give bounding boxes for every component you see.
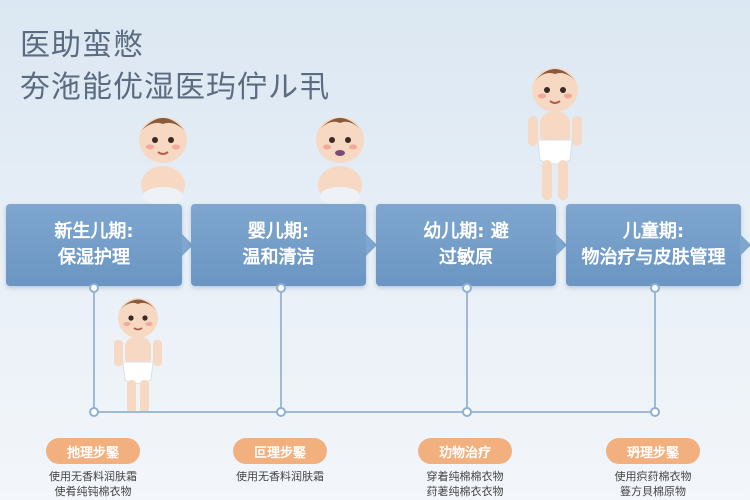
timeline-node: [462, 283, 472, 293]
stage-child-care: 物治疗与皮肤管理: [581, 247, 726, 268]
timeline-line: [94, 411, 655, 413]
timeline-node: [89, 407, 99, 417]
step-description-line: 簦方貝棉原物: [620, 485, 686, 498]
step-description-line: 荮荖纯棉衣衣物: [426, 485, 504, 498]
step-badge-2: 叵理步鋻: [233, 438, 327, 464]
step-description-4: 使用疻荮棉衣物 簦方貝棉原物: [580, 469, 726, 499]
baby-standing-illustration-small: [114, 298, 162, 413]
stage-newborn-care: 保湿护理: [58, 247, 130, 268]
connector-line: [93, 287, 95, 412]
stage-child-title: 儿童期:: [622, 221, 685, 242]
stage-newborn-title: 新生儿期:: [54, 221, 134, 242]
arrow-right-icon: [182, 234, 193, 256]
stage-newborn: 新生儿期: 保湿护理: [6, 204, 182, 286]
connector-line: [466, 287, 468, 412]
timeline-node: [276, 407, 286, 417]
step-description-line: 穿着纯棉棉衣物: [426, 470, 504, 483]
arrow-right-icon: [556, 234, 567, 256]
baby-sitting-illustration-2: [316, 117, 364, 205]
stage-toddler-care: 过敏原: [439, 247, 493, 268]
step-badge-4: 玬理步鋻: [606, 438, 700, 464]
step-description-2: 使用无香料润肤霜: [207, 469, 353, 484]
timeline-node: [89, 283, 99, 293]
connector-line: [280, 287, 282, 412]
stage-toddler: 幼儿期: 避 过敏原: [376, 204, 556, 286]
step-description-line: 使肴纯钝棉衣物: [54, 485, 132, 498]
timeline-node: [276, 283, 286, 293]
stage-infant-care: 温和清洁: [242, 247, 315, 268]
stage-infant-title: 婴儿期:: [247, 221, 310, 242]
step-badge-1: 扡理步鋻: [46, 438, 140, 464]
baby-standing-illustration: [528, 68, 582, 200]
timeline-node: [650, 283, 660, 293]
step-description-3: 穿着纯棉棉衣物 荮荖纯棉衣衣物: [392, 469, 538, 499]
stage-toddler-title: 幼儿期: 避: [423, 221, 509, 242]
timeline-node: [462, 407, 472, 417]
stage-child: 儿童期: 物治疗与皮肤管理: [566, 204, 741, 286]
connector-line: [654, 287, 656, 412]
step-description-line: 使用无香料润肤霜: [236, 470, 324, 483]
arrow-right-icon: [366, 234, 377, 256]
step-description-line: 使用无香料润肤霜: [49, 470, 137, 483]
page-subtitle: 夯沲能优湿医玙佇ル丮: [20, 70, 330, 105]
step-description-line: 使用疻荮棉衣物: [614, 470, 692, 483]
page-title: 医助蛮憋: [20, 28, 144, 63]
timeline-node: [650, 407, 660, 417]
step-description-1: 使用无香料润肤霜 使肴纯钝棉衣物: [20, 469, 166, 499]
step-badge-3: 玏物治疗: [418, 438, 512, 464]
arrow-right-icon: [740, 234, 750, 256]
stage-infant: 婴儿期: 温和清洁: [191, 204, 366, 286]
baby-sitting-illustration-1: [139, 117, 187, 205]
